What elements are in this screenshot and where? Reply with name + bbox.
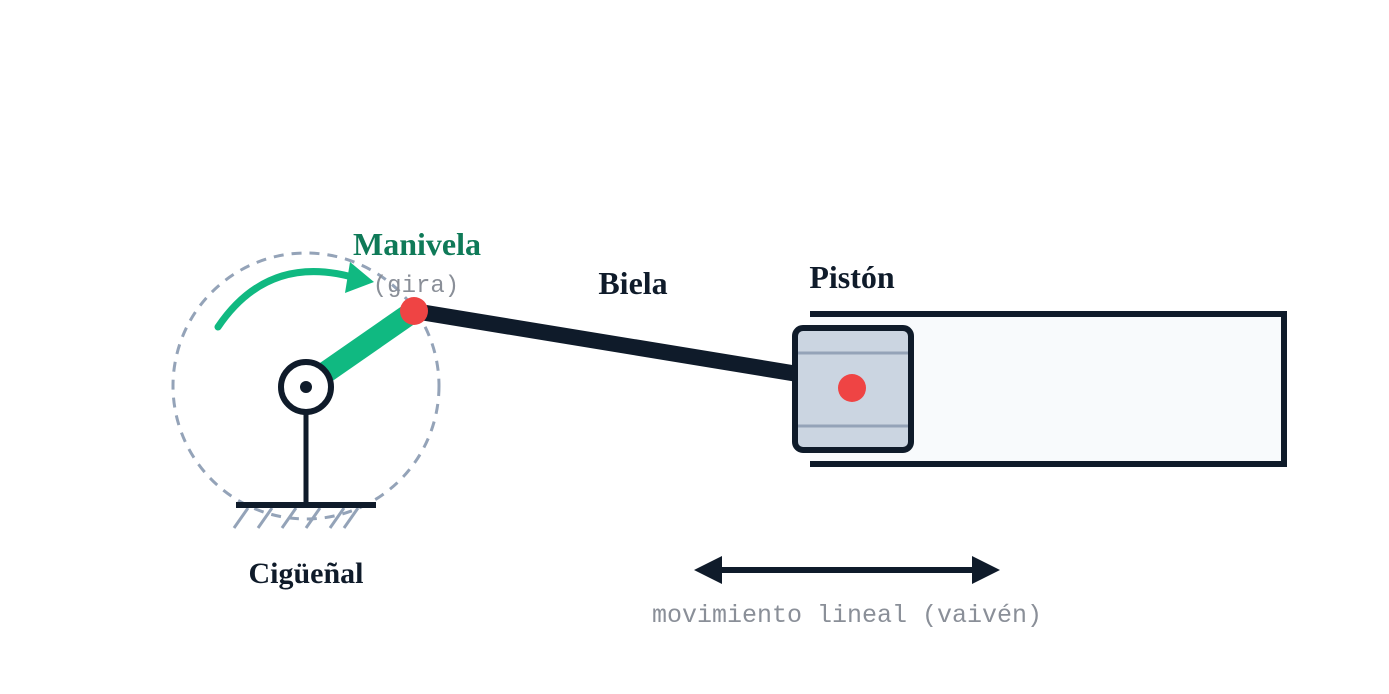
- rotation-arrow: [214, 268, 366, 331]
- cylinder-walls: [810, 311, 1287, 467]
- crank-label: Manivela: [353, 226, 481, 262]
- crank-note-label: (gira): [373, 273, 459, 300]
- crank-path-circle: [171, 251, 441, 521]
- motion-arrow-right-icon: [972, 556, 1000, 584]
- motion-label: movimiento lineal (vaivén): [652, 601, 1042, 630]
- ground-hatch: [232, 507, 360, 529]
- crank-pin: [400, 297, 428, 325]
- motion-arrow-left-icon: [694, 556, 722, 584]
- piston-label: Pistón: [809, 259, 895, 295]
- connecting-rod: [412, 303, 812, 384]
- piston-pin: [838, 374, 866, 402]
- crankshaft-label: Cigüeñal: [248, 557, 363, 590]
- rod-label: Biela: [598, 265, 667, 301]
- rotation-arrowhead-icon: [345, 262, 374, 293]
- crankshaft-center: [300, 381, 312, 393]
